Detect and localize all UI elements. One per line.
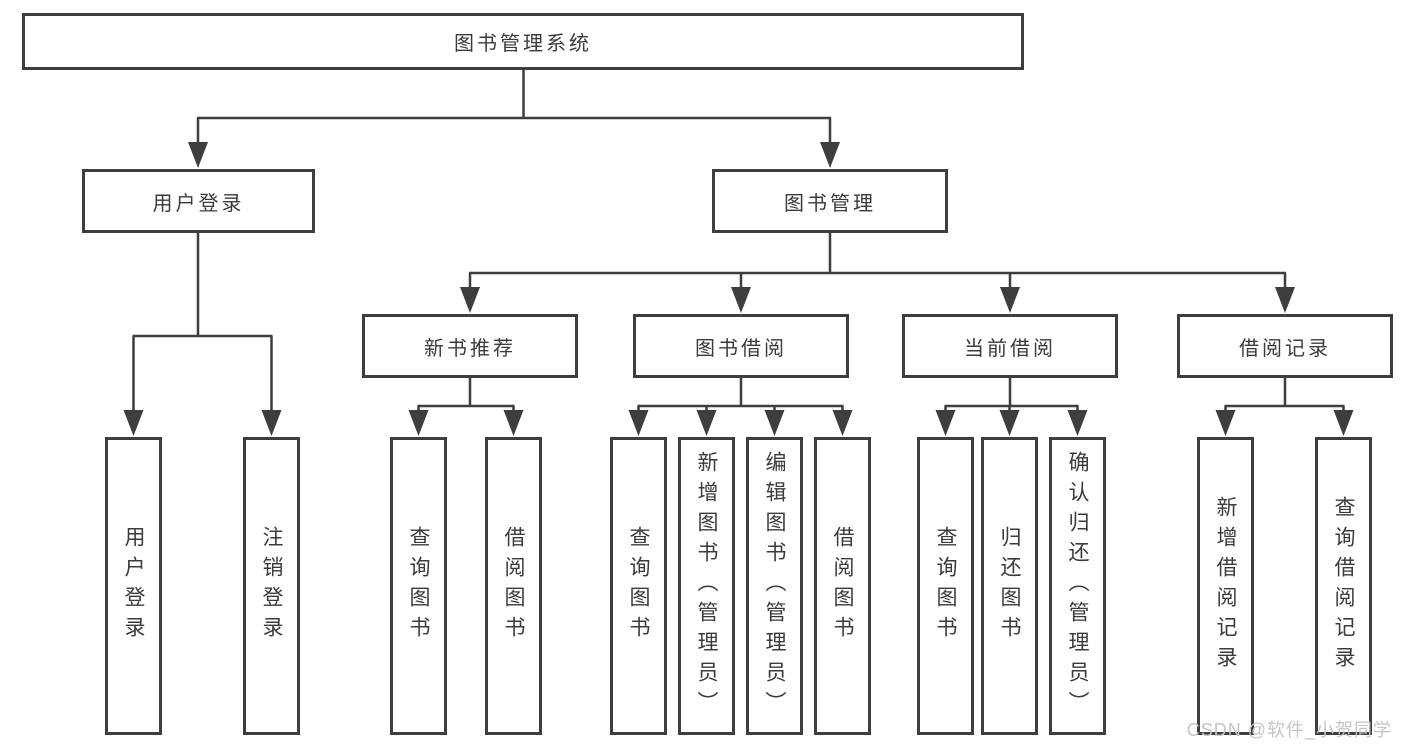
leaf-label: 新增借阅记录 bbox=[1214, 496, 1237, 676]
leaf-label: 借阅图书 bbox=[831, 526, 854, 646]
node-current-borrowing: 当前借阅 bbox=[902, 314, 1118, 378]
leaf-label: 注销登录 bbox=[260, 526, 283, 646]
node-book-borrowing: 图书借阅 bbox=[633, 314, 849, 378]
leaf-label: 编辑图书（管理员） bbox=[763, 451, 786, 721]
leaf-logout: 注销登录 bbox=[243, 437, 300, 735]
node-label: 图书借阅 bbox=[695, 337, 787, 360]
leaf-br-query-record: 查询借阅记录 bbox=[1315, 437, 1372, 735]
leaf-label: 借阅图书 bbox=[502, 526, 525, 646]
leaf-br-add-record: 新增借阅记录 bbox=[1197, 437, 1254, 735]
connector-borrow-record-children bbox=[1224, 378, 1345, 415]
arrowhead-icon bbox=[1067, 410, 1088, 436]
arrowhead-icon bbox=[460, 287, 480, 313]
node-label: 图书管理系统 bbox=[454, 33, 592, 55]
arrowhead-icon bbox=[820, 142, 840, 168]
leaf-cb-return-books: 归还图书 bbox=[981, 437, 1038, 735]
arrowhead-icon bbox=[188, 142, 208, 168]
arrowheads bbox=[123, 142, 1354, 436]
arrowhead-icon bbox=[628, 410, 649, 436]
leaf-label: 用户登录 bbox=[122, 526, 145, 646]
leaf-cb-query-books: 查询图书 bbox=[917, 437, 974, 735]
arrowhead-icon bbox=[764, 410, 785, 436]
node-label: 借阅记录 bbox=[1239, 337, 1331, 360]
node-label: 新书推荐 bbox=[424, 337, 516, 360]
arrowhead-icon bbox=[1333, 410, 1354, 436]
connector-new-book-children bbox=[417, 378, 515, 415]
connector-book-mgmt-groups bbox=[468, 233, 1287, 292]
node-root-system: 图书管理系统 bbox=[22, 13, 1024, 70]
leaf-bb-edit-book-admin: 编辑图书（管理员） bbox=[746, 437, 803, 735]
node-label: 当前借阅 bbox=[964, 337, 1056, 360]
leaf-bb-add-book-admin: 新增图书（管理员） bbox=[678, 437, 735, 735]
arrowhead-icon bbox=[832, 410, 853, 436]
arrowhead-icon bbox=[408, 410, 429, 436]
arrowhead-icon bbox=[935, 410, 956, 436]
arrowhead-icon bbox=[696, 410, 717, 436]
connector-user-login-children bbox=[132, 233, 273, 415]
leaf-nb-query-books: 查询图书 bbox=[390, 437, 447, 735]
leaf-cb-confirm-return-admin: 确认归还（管理员） bbox=[1049, 437, 1106, 735]
leaf-bb-borrow-books: 借阅图书 bbox=[814, 437, 871, 735]
leaf-label: 确认归还（管理员） bbox=[1066, 451, 1089, 721]
leaf-label: 查询图书 bbox=[934, 526, 957, 646]
arrowhead-icon bbox=[1215, 410, 1236, 436]
connector-book-borrow-children bbox=[637, 378, 844, 415]
node-new-book-recommend: 新书推荐 bbox=[362, 314, 578, 378]
node-user-login: 用户登录 bbox=[82, 169, 315, 233]
leaf-user-login: 用户登录 bbox=[105, 437, 162, 735]
arrowhead-icon bbox=[731, 287, 751, 313]
arrowhead-icon bbox=[503, 410, 524, 436]
node-label: 图书管理 bbox=[784, 192, 876, 215]
arrowhead-icon bbox=[261, 410, 282, 436]
leaf-nb-borrow-books: 借阅图书 bbox=[485, 437, 542, 735]
leaf-label: 查询图书 bbox=[407, 526, 430, 646]
node-borrowing-records: 借阅记录 bbox=[1177, 314, 1393, 378]
leaf-label: 查询借阅记录 bbox=[1332, 496, 1355, 676]
arrowhead-icon bbox=[1275, 287, 1295, 313]
leaf-label: 新增图书（管理员） bbox=[695, 451, 718, 721]
arrowhead-icon bbox=[1000, 287, 1020, 313]
leaf-label: 查询图书 bbox=[627, 526, 650, 646]
arrowhead-icon bbox=[123, 410, 144, 436]
leaf-label: 归还图书 bbox=[998, 526, 1021, 646]
arrowhead-icon bbox=[999, 410, 1020, 436]
leaf-bb-query-books: 查询图书 bbox=[610, 437, 667, 735]
connector-root-to-level2 bbox=[196, 70, 832, 147]
connector-current-borrow-children bbox=[944, 378, 1079, 415]
csdn-watermark: CSDN @软件_小贺同学 bbox=[1186, 720, 1392, 740]
node-label: 用户登录 bbox=[152, 192, 245, 215]
node-book-management: 图书管理 bbox=[712, 169, 948, 233]
